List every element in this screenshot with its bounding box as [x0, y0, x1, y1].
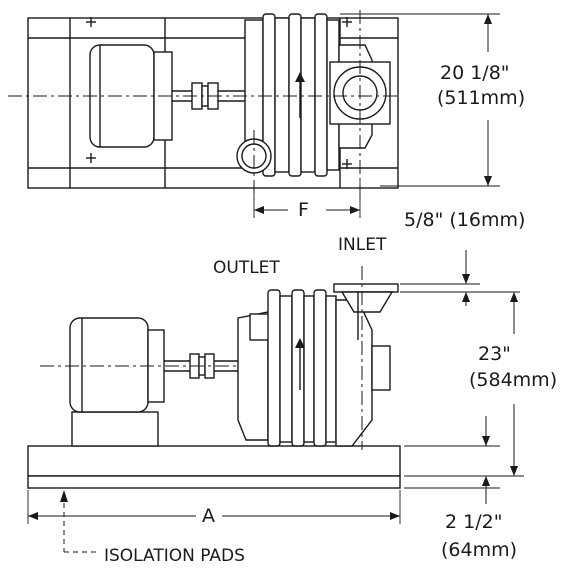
side-inlet-flange [333, 283, 399, 340]
side-base-skid [27, 445, 401, 489]
top-view: 20 1/8" (511mm) F [8, 10, 525, 221]
dim-f [253, 180, 361, 218]
isolation-pads-label: ISOLATION PADS [104, 546, 245, 566]
dim-pad [404, 416, 500, 504]
side-view: OUTLET INLET 5/8" (16mm) [27, 209, 557, 566]
inlet-label: INLET [338, 235, 387, 255]
dim-width [340, 13, 500, 187]
dim-flange: 5/8" (16mm) [404, 209, 525, 231]
dim-height [404, 292, 524, 477]
side-blower [237, 289, 391, 447]
dim-height-in: 23" [478, 343, 511, 365]
outlet-label: OUTLET [213, 258, 280, 278]
dim-pad-mm: (64mm) [441, 539, 517, 561]
isolation-pads-leader [60, 490, 96, 553]
dim-width-mm: (511mm) [437, 87, 525, 109]
dim-pad-in: 2 1/2" [445, 511, 502, 533]
dim-height-mm: (584mm) [469, 369, 557, 391]
dim-f-label: F [298, 199, 309, 221]
dim-width-in: 20 1/8" [440, 62, 510, 84]
mounting-hole-markers [86, 17, 352, 169]
top-base-frame [27, 17, 399, 189]
dim-a-label: A [202, 505, 215, 527]
side-motor [69, 317, 165, 447]
dim-flange-marks [400, 250, 520, 306]
dim-a [27, 490, 401, 524]
